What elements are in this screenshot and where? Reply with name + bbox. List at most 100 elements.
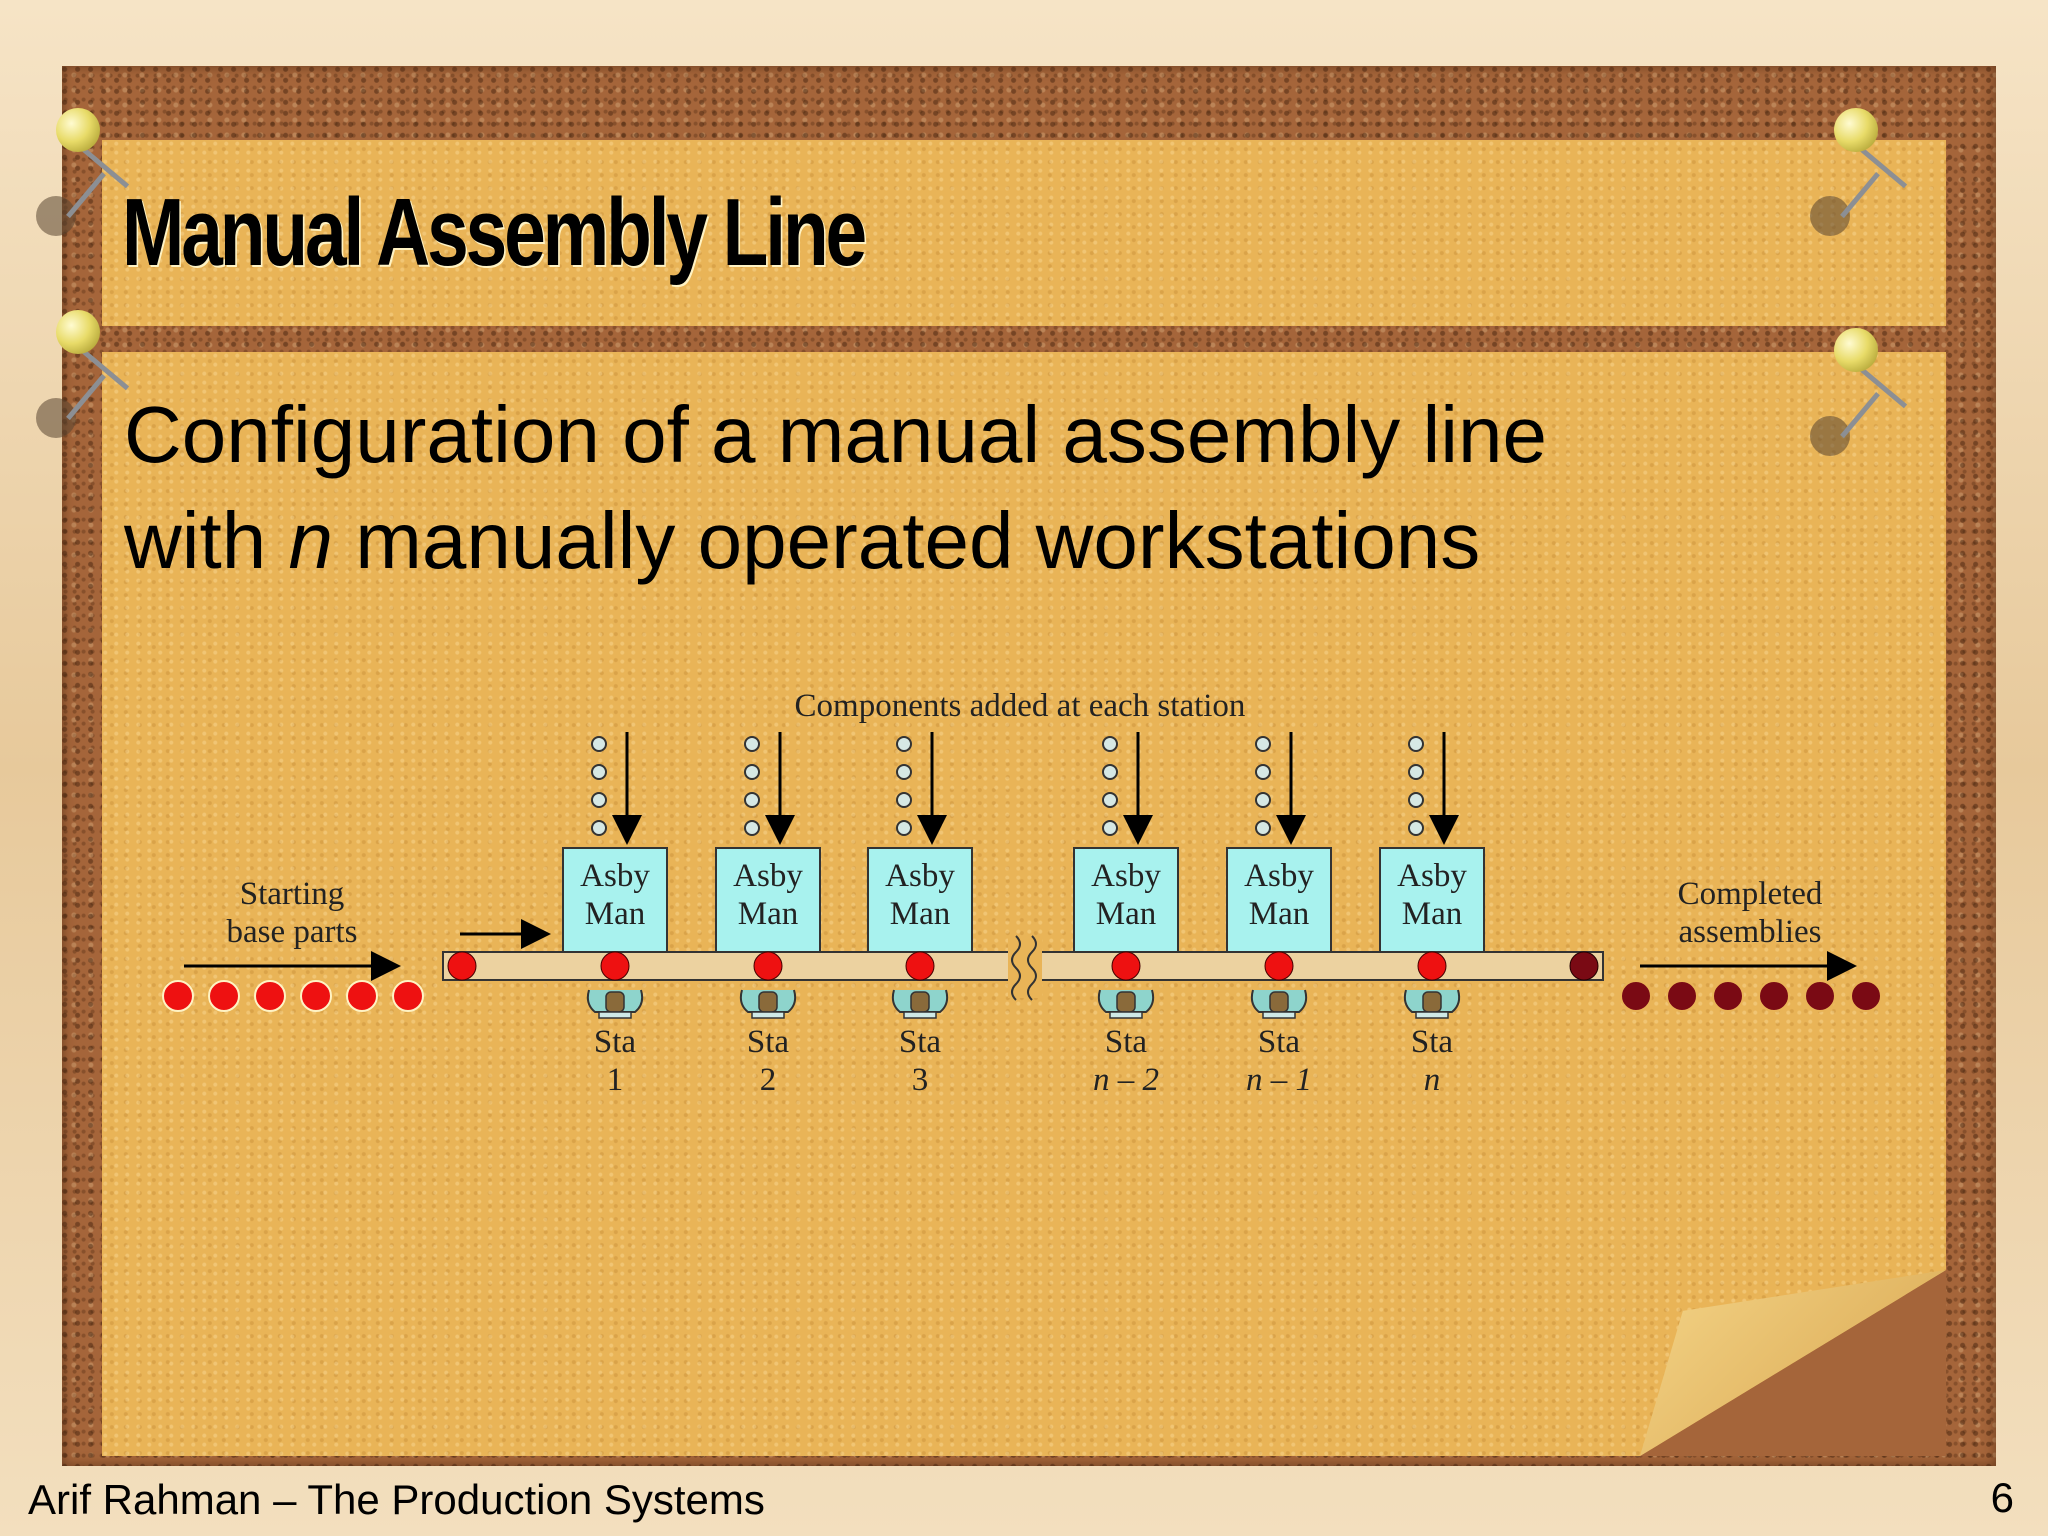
component-part xyxy=(591,792,607,808)
completed-label-line1: Completed xyxy=(1678,876,1823,912)
component-part xyxy=(744,820,760,836)
component-part xyxy=(591,736,607,752)
component-part xyxy=(896,736,912,752)
station-box-label-line1: Asby xyxy=(1091,858,1161,894)
conveyor-break-mark xyxy=(1027,935,1037,1001)
station-box xyxy=(867,847,973,953)
station-box-label-line1: Asby xyxy=(885,858,955,894)
base-part-on-conveyor xyxy=(447,951,477,981)
base-part xyxy=(254,980,286,1012)
station-number: 1 xyxy=(607,1062,624,1098)
worker-icon xyxy=(739,989,797,1019)
component-part xyxy=(1408,792,1424,808)
work-part xyxy=(753,951,783,981)
station-label: Sta xyxy=(1411,1024,1454,1060)
footer-text: Arif Rahman – The Production Systems xyxy=(28,1476,765,1523)
stations-group: AsbyManSta1AsbyManSta2AsbyManSta3AsbyMan… xyxy=(562,732,1485,1098)
component-part xyxy=(1255,820,1271,836)
station-label: Sta xyxy=(747,1024,790,1060)
base-part xyxy=(208,980,240,1012)
station-box-label-line2: Man xyxy=(1096,896,1157,932)
body-line-2-prefix: with xyxy=(124,496,289,585)
station-label: Sta xyxy=(899,1024,942,1060)
station-box xyxy=(715,847,821,953)
station-number: n xyxy=(1424,1062,1441,1098)
worker-icon xyxy=(1403,989,1461,1019)
worker-icon xyxy=(586,989,644,1019)
station-box xyxy=(1226,847,1332,953)
completed-parts-queue xyxy=(1620,980,1882,1012)
title-note xyxy=(102,140,1946,326)
component-part xyxy=(591,820,607,836)
worker-icon xyxy=(1097,989,1155,1019)
page-number: 6 xyxy=(1990,1474,2014,1521)
station-box-label-line2: Man xyxy=(1249,896,1310,932)
station-box-label-line2: Man xyxy=(738,896,799,932)
work-part xyxy=(600,951,630,981)
station-box-label-line1: Asby xyxy=(1397,858,1467,894)
completed-part xyxy=(1804,980,1836,1012)
station-label: Sta xyxy=(1105,1024,1148,1060)
component-part xyxy=(896,792,912,808)
worker-icon xyxy=(1250,989,1308,1019)
work-part xyxy=(1111,951,1141,981)
component-part xyxy=(1102,792,1118,808)
completed-label-line2: assemblies xyxy=(1679,914,1822,950)
slide-body-text: Configuration of a manual assembly line w… xyxy=(124,382,1864,594)
station-number: 2 xyxy=(760,1062,777,1098)
station-number: 3 xyxy=(912,1062,929,1098)
station-box xyxy=(1379,847,1485,953)
body-line-1: Configuration of a manual assembly line xyxy=(124,390,1548,479)
base-part xyxy=(162,980,194,1012)
work-part xyxy=(1417,951,1447,981)
component-part xyxy=(1408,736,1424,752)
station-label: Sta xyxy=(1258,1024,1301,1060)
conveyor-break-mark xyxy=(1011,935,1021,1001)
component-part xyxy=(896,820,912,836)
component-part xyxy=(1255,792,1271,808)
component-part xyxy=(1102,820,1118,836)
body-line-2-suffix: manually operated workstations xyxy=(333,496,1481,585)
station-number: n – 1 xyxy=(1246,1062,1312,1098)
work-part xyxy=(905,951,935,981)
base-parts-queue xyxy=(162,980,424,1012)
base-part xyxy=(346,980,378,1012)
station-box-label-line1: Asby xyxy=(733,858,803,894)
station-box-label-line1: Asby xyxy=(580,858,650,894)
component-part xyxy=(1102,764,1118,780)
worker-icon xyxy=(891,989,949,1019)
component-part xyxy=(1102,736,1118,752)
base-part xyxy=(392,980,424,1012)
completed-part xyxy=(1666,980,1698,1012)
component-part xyxy=(1408,764,1424,780)
starting-label-line1: Starting xyxy=(240,876,345,912)
station-box-label-line1: Asby xyxy=(1244,858,1314,894)
component-part xyxy=(744,736,760,752)
completed-part xyxy=(1620,980,1652,1012)
component-part xyxy=(896,764,912,780)
completed-part-on-conveyor xyxy=(1569,951,1599,981)
component-part xyxy=(1255,764,1271,780)
component-part xyxy=(591,764,607,780)
content-note xyxy=(102,352,1946,1456)
station-box-label-line2: Man xyxy=(585,896,646,932)
completed-part xyxy=(1850,980,1882,1012)
completed-part xyxy=(1712,980,1744,1012)
station-label: Sta xyxy=(594,1024,637,1060)
base-part xyxy=(300,980,332,1012)
station-number: n – 2 xyxy=(1093,1062,1159,1098)
completed-part xyxy=(1758,980,1790,1012)
body-line-2-variable: n xyxy=(288,496,334,585)
starting-label-line2: base parts xyxy=(226,914,357,950)
slide-title: Manual Assembly Line xyxy=(122,179,867,286)
station-box-label-line2: Man xyxy=(1402,896,1463,932)
component-part xyxy=(744,764,760,780)
component-part xyxy=(1255,736,1271,752)
